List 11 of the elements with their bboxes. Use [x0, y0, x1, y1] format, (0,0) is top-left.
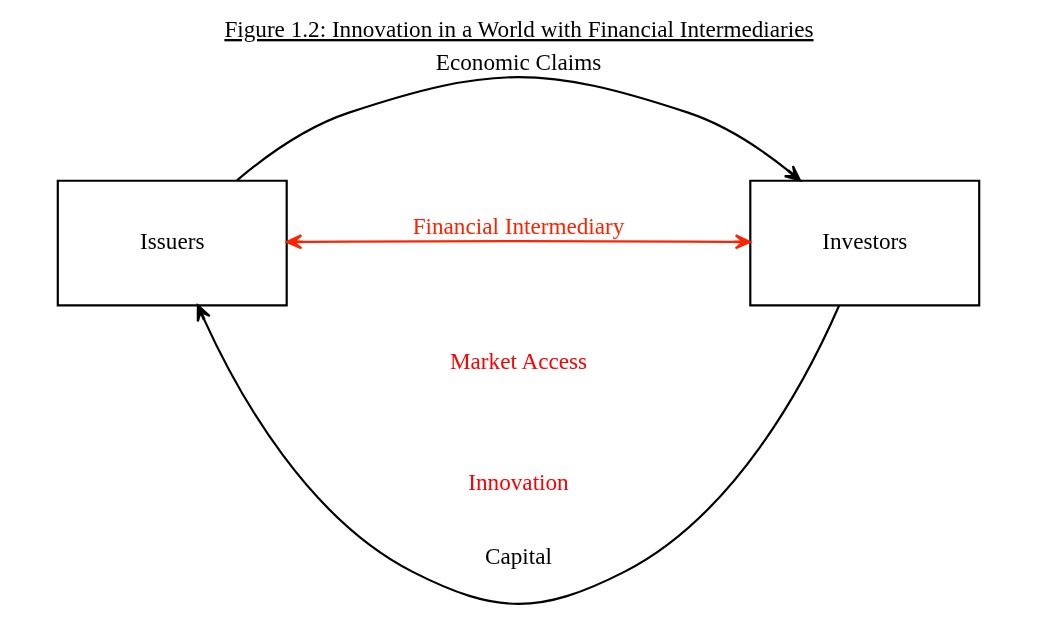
- label: Innovation: [468, 469, 569, 496]
- edge-label: Capital: [485, 543, 552, 570]
- edge-label: Economic Claims: [435, 49, 602, 76]
- arrow: [285, 234, 752, 250]
- node-box: Issuers: [56, 179, 288, 307]
- edge-label: Financial Intermediary: [412, 213, 625, 240]
- diagram-title: Figure 1.2: Innovation in a World with Financial Intermediaries: [224, 16, 814, 42]
- arrow: [196, 304, 841, 605]
- node-box: Investors: [749, 179, 981, 307]
- arrow: [236, 76, 802, 182]
- label: Market Access: [449, 347, 588, 374]
